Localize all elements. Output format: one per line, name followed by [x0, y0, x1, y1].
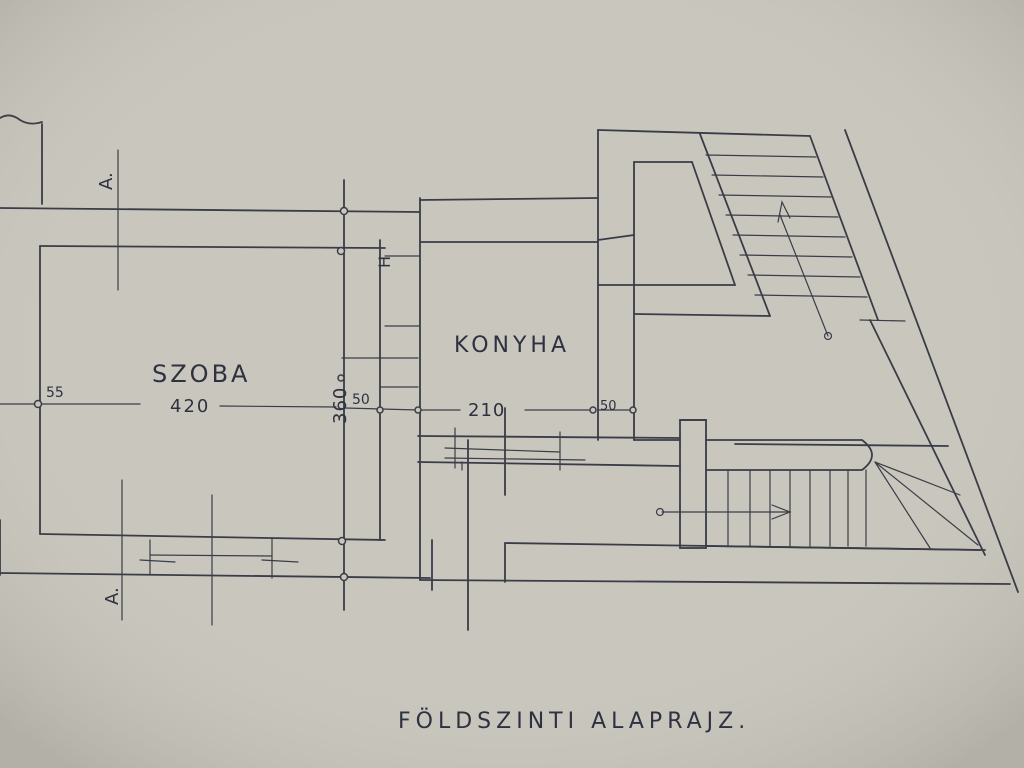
chimney-shaft [597, 161, 771, 441]
room-label-szoba: SZOBA [152, 360, 250, 388]
dimension-wall-right: 50 [600, 399, 617, 414]
room-label-konyha: KONYHA [454, 333, 570, 358]
dimension-wall-left: 55 [46, 385, 64, 401]
plan-title: FÖLDSZINTI ALAPRAJZ. [398, 708, 750, 734]
outer-sloped-walls [734, 129, 1019, 593]
upper-staircase [699, 133, 906, 341]
plan-labels: SZOBA KONYHA 420 55 50 210 50 360 A. A. … [46, 172, 750, 734]
dimension-konyha-width: 210 [468, 400, 505, 421]
dimension-wall-mid: 50 [352, 392, 370, 408]
door-symbol-label: H [375, 256, 394, 268]
dimension-szoba-width: 420 [170, 396, 210, 417]
section-cut-lines [117, 149, 123, 621]
szoba-bottom-windows [139, 494, 299, 626]
dimension-szoba-depth: 360 [330, 387, 351, 424]
left-edge-walls [0, 114, 43, 576]
lower-staircase [655, 419, 981, 551]
section-mark-top: A. [96, 172, 117, 190]
section-mark-bottom: A. [102, 587, 123, 605]
interior-door [341, 255, 421, 388]
konyha-window [444, 427, 586, 471]
dimension-markers [33, 206, 637, 582]
